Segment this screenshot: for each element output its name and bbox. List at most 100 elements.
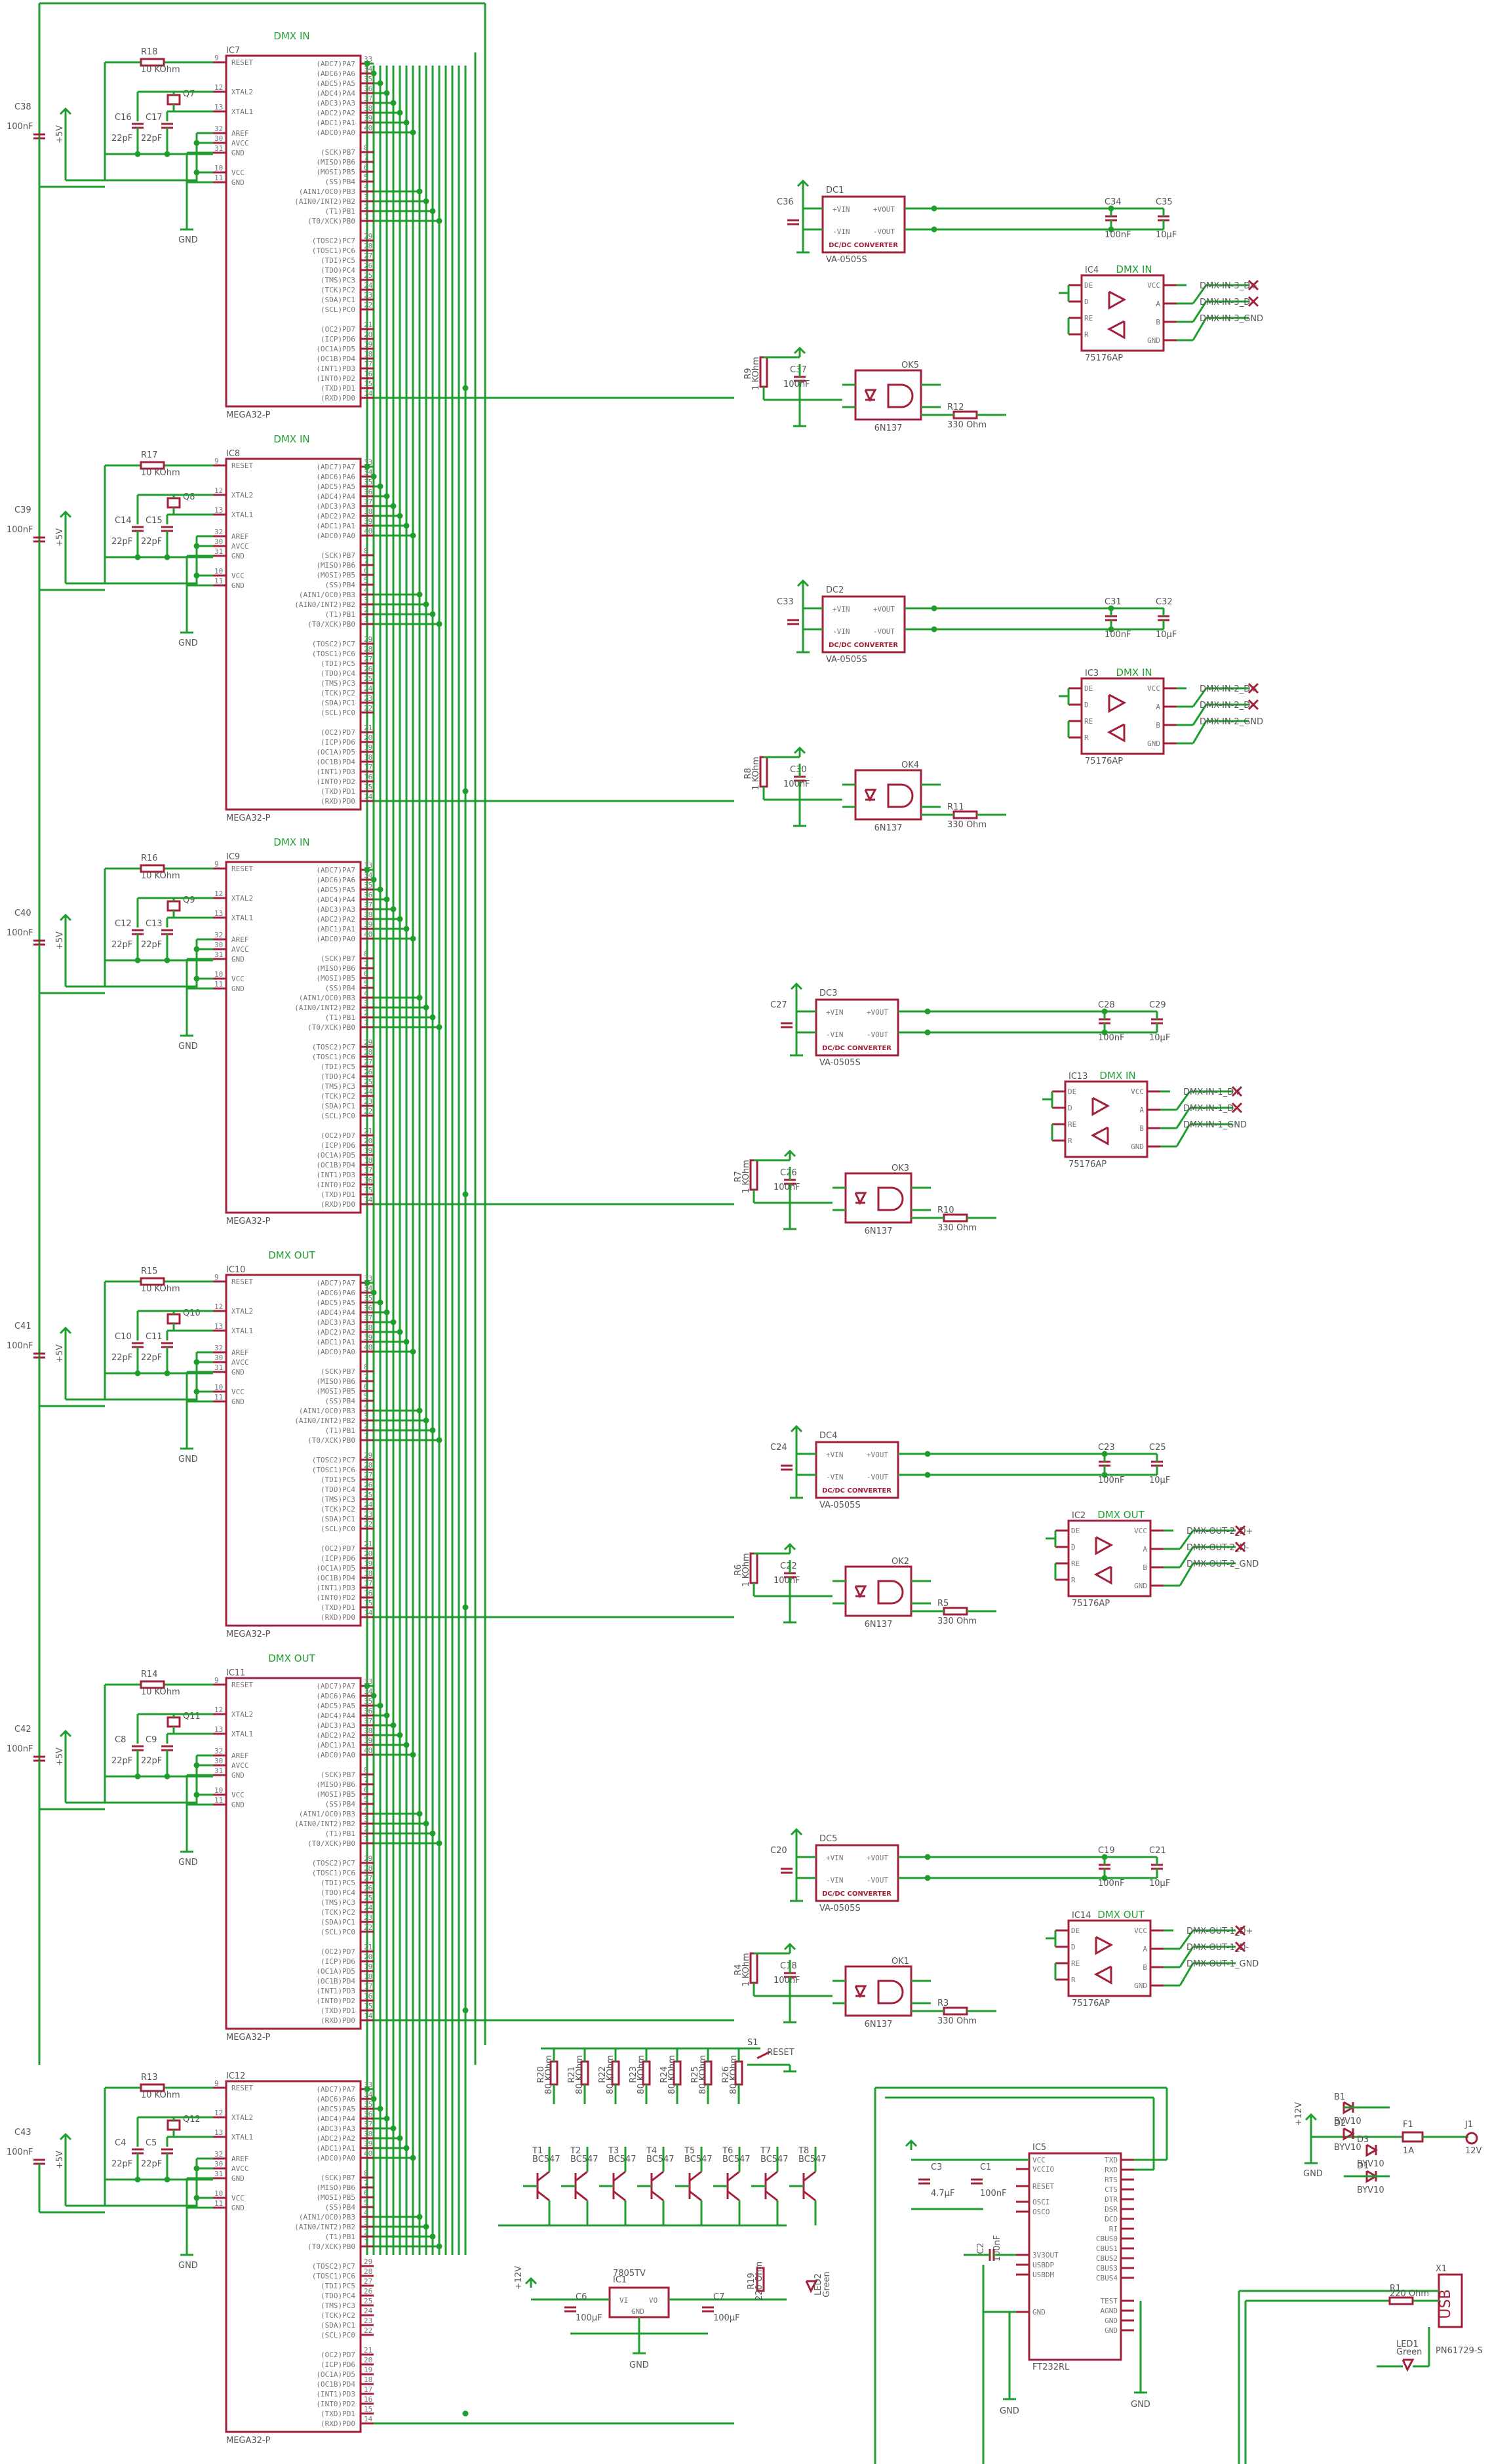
mcu-pin-label: RESET xyxy=(231,461,253,470)
pin-label: +VOUT xyxy=(873,605,895,614)
mcu-pin-number: 8 xyxy=(364,950,368,958)
cap-value: 22pF xyxy=(111,537,132,547)
mcu-pin-number: 4 xyxy=(364,183,368,191)
mcu-pin-number: 39 xyxy=(364,1333,372,1342)
mcu-pin-label: (ADC3)PA3 xyxy=(316,99,355,108)
mcu-pin-label: (T0/XCK)PB0 xyxy=(307,1436,355,1445)
mcu-pin-number: 4 xyxy=(364,1402,368,1411)
mcu-pin-label: AREF xyxy=(231,1751,249,1760)
mcu-pin-label: (RXD)PD0 xyxy=(321,1200,355,1209)
cap-name: C40 xyxy=(14,909,31,918)
mcu-pin-label: (AIN1/OC0)PB3 xyxy=(299,1810,355,1818)
mcu-pin-number: 38 xyxy=(364,1727,372,1735)
resistor-name: R22 xyxy=(598,2066,608,2083)
mcu-pin-label: (ADC6)PA6 xyxy=(316,69,355,78)
resistor-value: 10 KOhm xyxy=(141,2090,180,2100)
mcu-pin-number: 40 xyxy=(364,527,372,536)
mcu-pin-label: (MISO)PB6 xyxy=(316,964,355,973)
mcu-pin-number: 34 xyxy=(364,1284,373,1293)
mcu-pin-label: XTAL1 xyxy=(231,108,253,116)
mcu-pin-label: RESET xyxy=(231,1278,253,1286)
pin-label: RTS xyxy=(1105,2176,1118,2184)
mcu-pin-number: 17 xyxy=(364,1166,372,1175)
cap-name: C1 xyxy=(980,2162,991,2172)
mcu-pin-number: 3 xyxy=(364,1815,368,1824)
diode-value: BYV10 xyxy=(1334,2117,1362,2126)
transistor-value: BC547 xyxy=(684,2155,713,2164)
cap-name: C30 xyxy=(790,765,807,775)
mcu-pin-label: (SDA)PC1 xyxy=(321,296,355,304)
mcu-pin-label: (TDI)PC5 xyxy=(321,2282,355,2290)
dcdc-name: DC5 xyxy=(819,1834,837,1844)
mcu-pin-number: 39 xyxy=(364,114,372,123)
cap-value: 22pF xyxy=(111,2159,132,2169)
mcu-pin-number: 13 xyxy=(214,2128,223,2137)
resistor-value: 1 KOhm xyxy=(741,1553,751,1586)
mcu-pin-number: 28 xyxy=(364,242,372,250)
mcu-pin-label: (T0/XCK)PB0 xyxy=(307,1023,355,1032)
resistor-name: R13 xyxy=(141,2073,158,2083)
mcu-pin-label: (AIN0/INT2)PB2 xyxy=(294,600,355,609)
cap-value: 22pF xyxy=(111,134,132,144)
mcu-pin-number: 25 xyxy=(364,271,372,280)
dcdc-value: VA-0505S xyxy=(819,1904,861,1913)
resistor-value: 330 Ohm xyxy=(937,2016,977,2026)
mcu-pin-label: (MOSI)PB5 xyxy=(316,1387,355,1396)
cap-name: C41 xyxy=(14,1321,31,1331)
transistor-name: T2 xyxy=(570,2146,581,2156)
mcu-pin-label: RESET xyxy=(231,1681,253,1689)
dmx-terminal-label: DMX-IN-3_D+ xyxy=(1200,281,1257,291)
pin-label: RE xyxy=(1068,1120,1076,1129)
mcu-pin-label: (ADC2)PA2 xyxy=(316,915,355,924)
resistor-value: 80 KOhm xyxy=(606,2055,616,2094)
pin-label: GND xyxy=(1147,336,1160,345)
crystal-name: Q9 xyxy=(183,895,195,905)
no-connect-icon xyxy=(1234,1925,1246,1936)
mcu-pin-label: (INT1)PD3 xyxy=(316,1987,355,1995)
mcu-pin-number: 37 xyxy=(364,2120,372,2128)
pin-label: +VIN xyxy=(833,605,850,614)
pin-label: VCC xyxy=(1131,1087,1144,1096)
net-label: DMX OUT xyxy=(268,1249,315,1261)
vcc-label: +5V xyxy=(55,1344,65,1363)
mcu-pin-label: (TMS)PC3 xyxy=(321,679,355,688)
mcu-pin-number: 40 xyxy=(364,1746,372,1755)
dcdc-value: VA-0505S xyxy=(819,1500,861,1510)
resistor-value: 80 KOhm xyxy=(544,2055,554,2094)
cap-name: C27 xyxy=(770,1000,787,1010)
mcu-pin-label: XTAL2 xyxy=(231,1710,253,1719)
mcu-pin-label: (TOSC1)PC6 xyxy=(312,246,355,255)
mcu-pin-number: 30 xyxy=(214,1757,223,1765)
mcu-pin-number: 5 xyxy=(364,576,368,585)
mcu-pin-label: (OC1B)PD4 xyxy=(316,758,355,766)
mcu-name: IC10 xyxy=(226,1265,245,1275)
mcu-pin-label: (OC2)PD7 xyxy=(321,728,355,737)
mcu-pin-number: 30 xyxy=(214,1354,223,1362)
cap-value: 100nF xyxy=(1105,630,1131,640)
mcu-pin-label: AVCC xyxy=(231,2164,249,2173)
mcu-pin-label: (T1)PB1 xyxy=(325,610,355,619)
mcu-pin-number: 4 xyxy=(364,1805,368,1814)
mcu-pin-label: (ICP)PD6 xyxy=(321,1554,355,1563)
resistor-value: 1 KOhm xyxy=(741,1953,751,1986)
cap-name: C6 xyxy=(576,2292,587,2302)
cap-name: C24 xyxy=(770,1443,787,1453)
cap-name: C4 xyxy=(115,2138,126,2148)
mcu-pin-number: 7 xyxy=(364,557,368,565)
mcu-pin-number: 13 xyxy=(214,506,223,515)
mcu-value: MEGA32-P xyxy=(226,410,271,420)
mcu-pin-label: (T1)PB1 xyxy=(325,2233,355,2241)
mcu-pin-number: 32 xyxy=(214,528,223,536)
mcu-pin-label: AVCC xyxy=(231,945,249,954)
pin-label: A xyxy=(1143,1945,1147,1953)
mcu-pin-number: 36 xyxy=(364,1707,372,1715)
mcu-pin-label: (T1)PB1 xyxy=(325,1829,355,1838)
resistor-value: 1 KOhm xyxy=(751,756,761,790)
mcu-pin-label: (SCL)PC0 xyxy=(321,709,355,717)
mcu-pin-number: 8 xyxy=(364,547,368,555)
mcu-pin-number: 39 xyxy=(364,1736,372,1745)
